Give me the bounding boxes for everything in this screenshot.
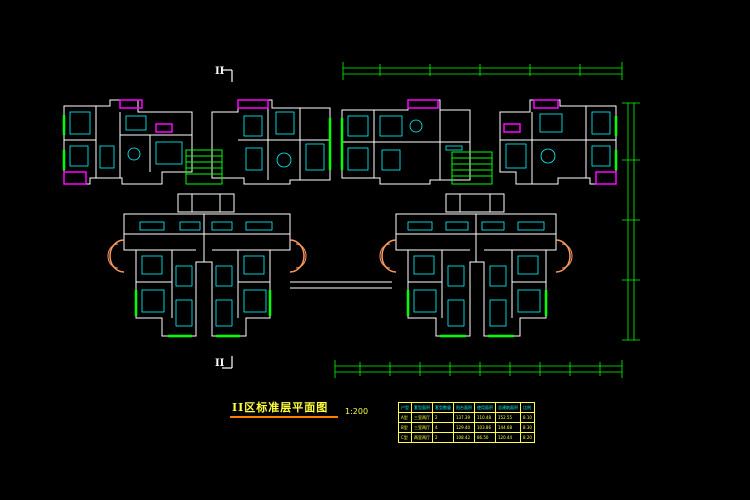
header-cell: 套型面积 (411, 402, 433, 413)
table-cell: 108.42 (453, 432, 475, 443)
table-cell: 137.39 (453, 412, 475, 423)
section-marker-bottom (222, 356, 233, 369)
table-cell: 86.50 (474, 432, 496, 443)
table-cell: 三室两厅 (411, 422, 433, 433)
section-mark-top: II (215, 66, 225, 77)
table-cell: 120.44 (495, 432, 521, 443)
drawing-title: II区标准层平面图 (232, 401, 329, 414)
table-cell: 144.68 (495, 422, 521, 433)
right-wing (340, 99, 618, 338)
table-row: B型 三室两厅 4 129.40 103.86 144.68 8.30 (398, 422, 535, 433)
table-cell: 8.10 (520, 412, 535, 423)
table-cell: 103.86 (474, 422, 496, 433)
table-cell: 8.20 (520, 432, 535, 443)
table-cell: 两室两厅 (411, 432, 433, 443)
connector (290, 281, 392, 289)
table-cell: C型 (398, 432, 412, 443)
section-marker-top (222, 69, 233, 82)
table-header-row: 户型 套型面积 套型数量 阳台面积 使用面积 总建筑面积 比例 (398, 402, 535, 413)
table-cell: 三室两厅 (411, 412, 433, 423)
header-cell: 总建筑面积 (495, 402, 521, 413)
table-row: C型 两室两厅 2 108.42 86.50 120.44 8.20 (398, 432, 535, 443)
left-wing (62, 99, 332, 338)
table-cell: 4 (432, 422, 454, 433)
dimension-right (622, 102, 640, 341)
header-cell: 套型数量 (432, 402, 454, 413)
dimension-top (342, 62, 623, 80)
drawing-scale: 1:200 (345, 407, 369, 416)
table-cell: 8.30 (520, 422, 535, 433)
table-cell: A型 (398, 412, 412, 423)
table-row: A型 三室两厅 2 137.39 110.48 152.55 8.10 (398, 412, 535, 423)
table-cell: 2 (432, 412, 454, 423)
table-cell: B型 (398, 422, 412, 433)
dimension-bottom (334, 360, 623, 378)
table-cell: 152.55 (495, 412, 521, 423)
header-cell: 比例 (520, 402, 535, 413)
table-cell: 110.48 (474, 412, 496, 423)
area-schedule-table: 户型 套型面积 套型数量 阳台面积 使用面积 总建筑面积 比例 A型 三室两厅 … (398, 402, 535, 443)
table-cell: 129.40 (453, 422, 475, 433)
header-cell: 户型 (398, 402, 412, 413)
table-cell: 2 (432, 432, 454, 443)
section-mark-bottom: II (215, 358, 225, 369)
header-cell: 阳台面积 (453, 402, 475, 413)
header-cell: 使用面积 (474, 402, 496, 413)
